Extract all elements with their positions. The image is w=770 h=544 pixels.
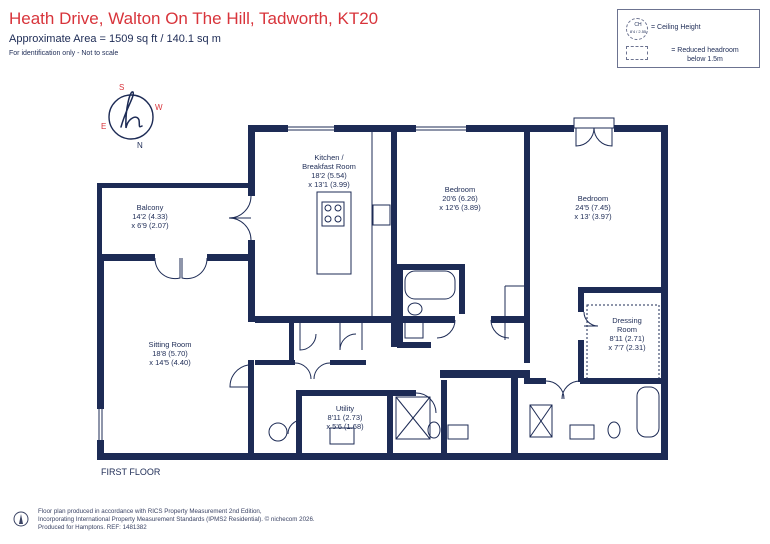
svg-text:E: E	[101, 122, 106, 131]
approximate-area: Approximate Area = 1509 sq ft / 140.1 sq…	[9, 33, 221, 45]
footer: Floor plan produced in accordance with R…	[38, 508, 315, 532]
measure-certification-icon	[13, 511, 29, 527]
footer-line-3: Produced for Hamptons. REF: 1481382	[38, 524, 147, 531]
svg-text:S: S	[119, 83, 124, 92]
windows	[98, 117, 660, 445]
reduced-headroom-text: = Reduced headroom below 1.5m	[671, 47, 739, 63]
room-dressing-label: Dressing Room 8'11 (2.71) x 7'7 (2.31)	[608, 316, 646, 352]
compass-icon: S W E N	[101, 83, 163, 150]
room-bedroom1-label: Bedroom 20'6 (6.26) x 12'6 (3.89)	[439, 185, 481, 212]
walls	[97, 125, 668, 460]
ch-label: CH	[634, 22, 642, 28]
ch-value: 8'4 / 2.55	[629, 29, 647, 34]
room-utility-label: Utility 8'11 (2.73) x 5'6 (1.68)	[326, 404, 364, 431]
reduced-headroom-symbol	[626, 46, 648, 60]
svg-text:W: W	[155, 103, 163, 112]
property-title: Heath Drive, Walton On The Hill, Tadwort…	[9, 9, 379, 28]
svg-text:N: N	[137, 141, 143, 150]
legend: CH 8'4 / 2.55 = Ceiling Height = Reduced…	[617, 9, 760, 68]
footer-line-2: Incorporating International Property Mea…	[38, 516, 315, 523]
room-bedroom2-label: Bedroom 24'5 (7.45) x 13' (3.97)	[574, 194, 612, 221]
ceiling-height-symbol: CH 8'4 / 2.55	[626, 18, 648, 40]
footer-line-1: Floor plan produced in accordance with R…	[38, 508, 262, 515]
room-balcony-label: Balcony 14'2 (4.33) x 6'9 (2.07)	[131, 203, 169, 230]
ceiling-height-text: = Ceiling Height	[651, 24, 701, 31]
room-sitting-label: Sitting Room 18'8 (5.70) x 14'5 (4.40)	[148, 340, 192, 367]
floor-label: FIRST FLOOR	[101, 467, 161, 477]
room-kitchen-label: Kitchen / Breakfast Room 18'2 (5.54) x 1…	[302, 153, 356, 189]
identification-note: For identification only - Not to scale	[9, 50, 119, 57]
